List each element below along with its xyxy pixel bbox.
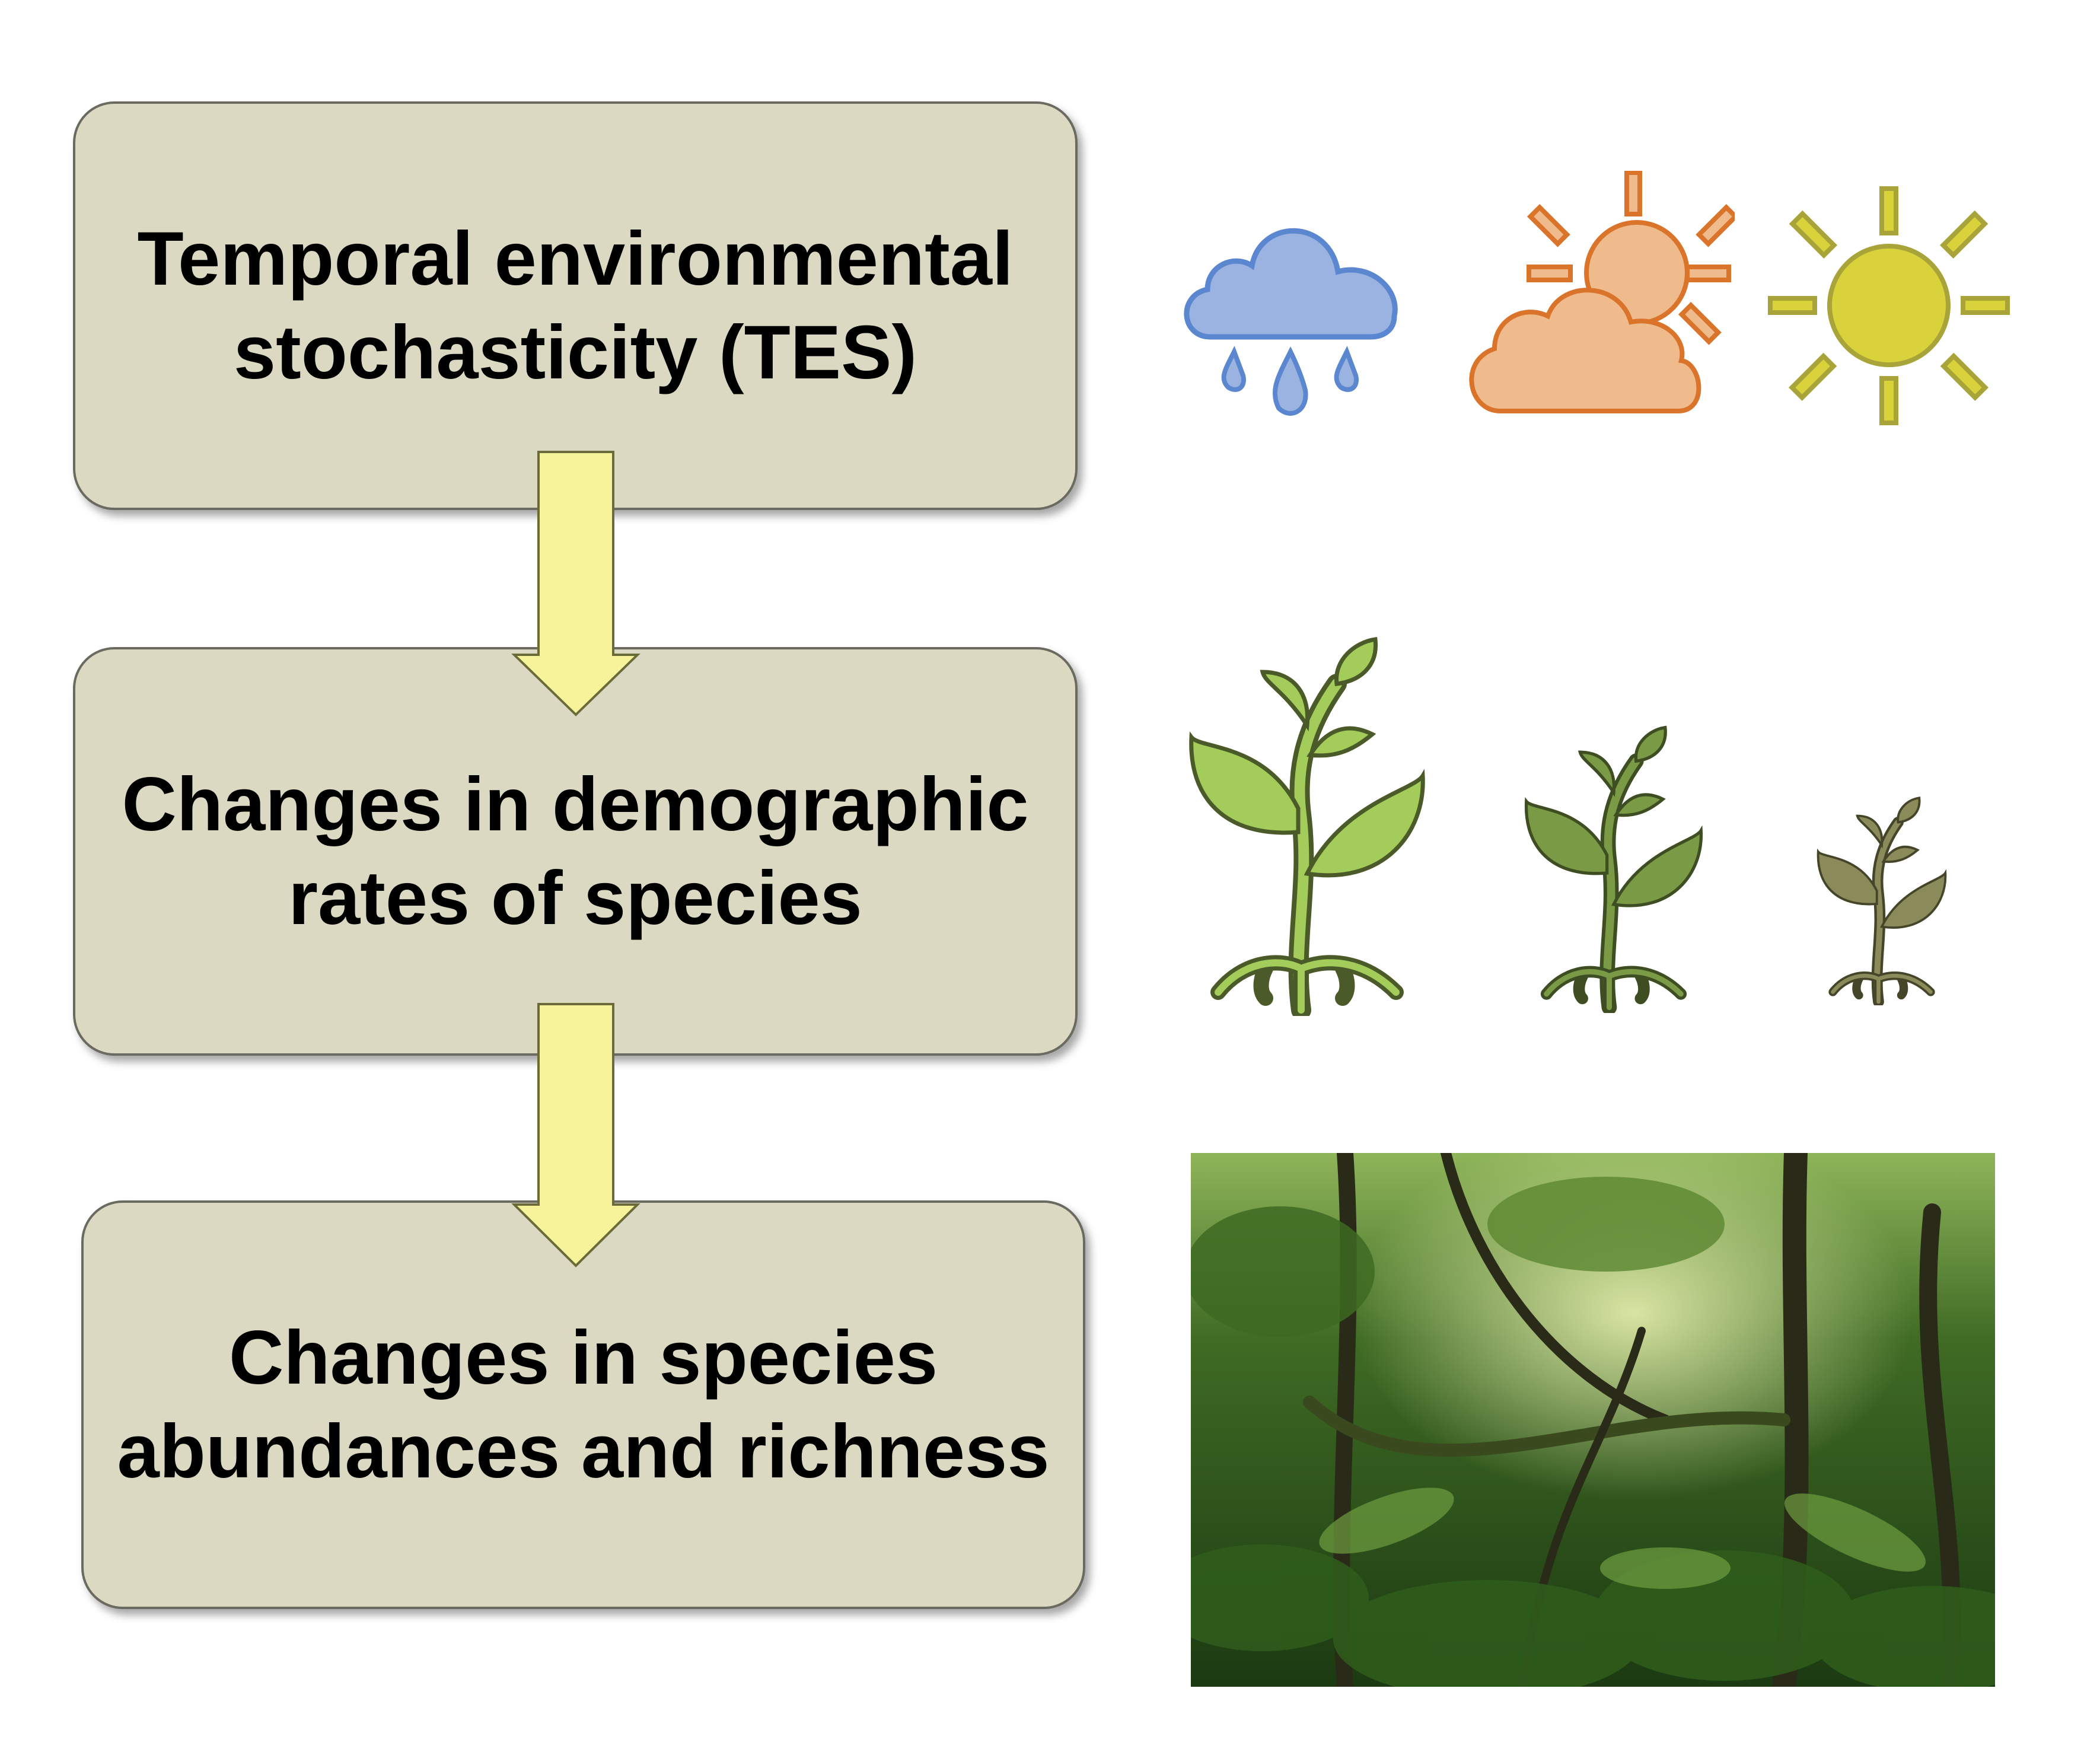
sun-icon [1768,186,2010,425]
small-plant-icon [1817,796,1947,1005]
demographic-label: Changes in demographic rates of species [122,762,1029,941]
partly-sunny-icon [1469,171,1735,413]
medium-plant-icon [1524,724,1703,1013]
rain-cloud-icon [1184,228,1398,416]
tes-label: Temporal environmental stochasticity (TE… [137,216,1014,395]
down-arrow-1 [511,451,640,716]
large-plant-icon [1188,636,1426,1016]
down-arrow-2 [511,1003,640,1267]
abundance-label: Changes in species abundances and richne… [117,1315,1050,1494]
abundance-richness-box: Changes in species abundances and richne… [81,1200,1085,1609]
tes-box: Temporal environmental stochasticity (TE… [73,101,1078,510]
rainforest-photo [1191,1153,1995,1687]
